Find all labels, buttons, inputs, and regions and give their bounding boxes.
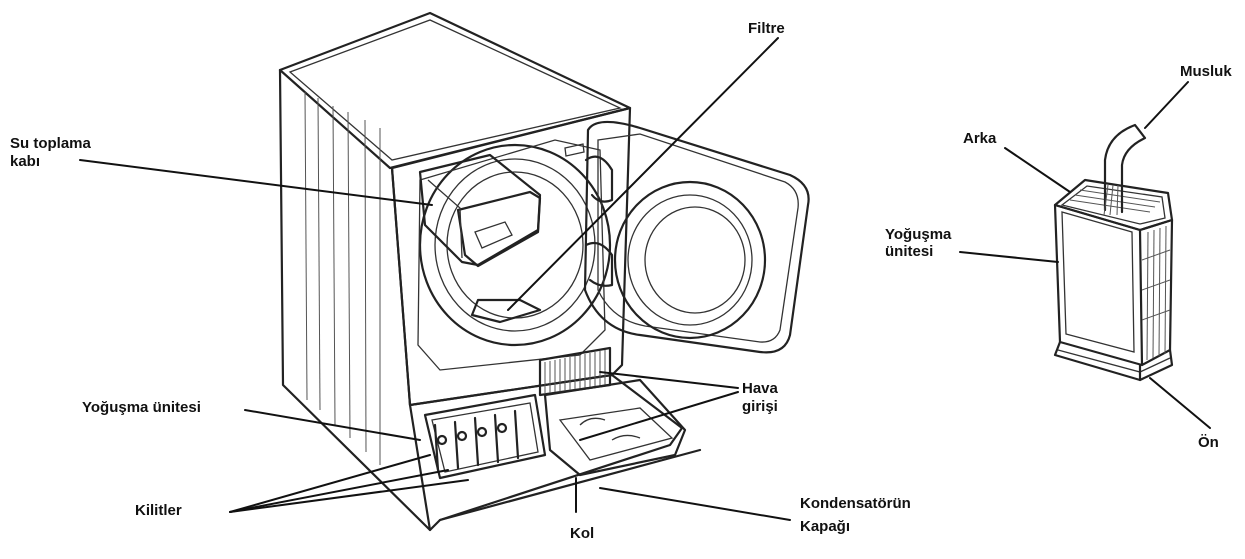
label-musluk: Musluk — [1180, 63, 1232, 80]
label-su-toplama-line2: kabı — [10, 153, 41, 170]
drum-opening — [418, 143, 612, 347]
dryer-front — [390, 106, 632, 407]
dryer-illustration — [278, 11, 810, 532]
label-kol: Kol — [570, 525, 595, 542]
dryer-base — [408, 373, 684, 532]
label-kilitler: Kilitler — [135, 502, 182, 519]
label-arka: Arka — [963, 130, 997, 147]
condenser-cover — [543, 378, 687, 477]
label-hava-line2: girişi — [742, 398, 778, 415]
label-su-toplama-line1: Su toplama — [10, 135, 91, 152]
condenser-illustration — [1053, 123, 1174, 382]
label-on: Ön — [1198, 434, 1219, 451]
label-filtre: Filtre — [748, 20, 785, 37]
label-yogusma-unitesi: Yoğuşma ünitesi — [82, 399, 201, 416]
open-door — [583, 120, 810, 354]
label-kondensator-line1: Kondensatörün — [800, 495, 911, 512]
filter — [470, 298, 542, 324]
label-kondensator-line2: Kapağı — [800, 518, 851, 535]
label-yogusma-right-line1: Yoğuşma — [885, 226, 952, 243]
label-yogusma-right-line2: ünitesi — [885, 243, 934, 260]
condenser-unit — [423, 393, 547, 480]
water-tank — [418, 153, 542, 267]
label-hava-line1: Hava — [742, 380, 778, 397]
condenser-body — [1053, 203, 1144, 367]
tap-hose — [1103, 123, 1147, 214]
leader-lines — [79, 37, 1211, 521]
